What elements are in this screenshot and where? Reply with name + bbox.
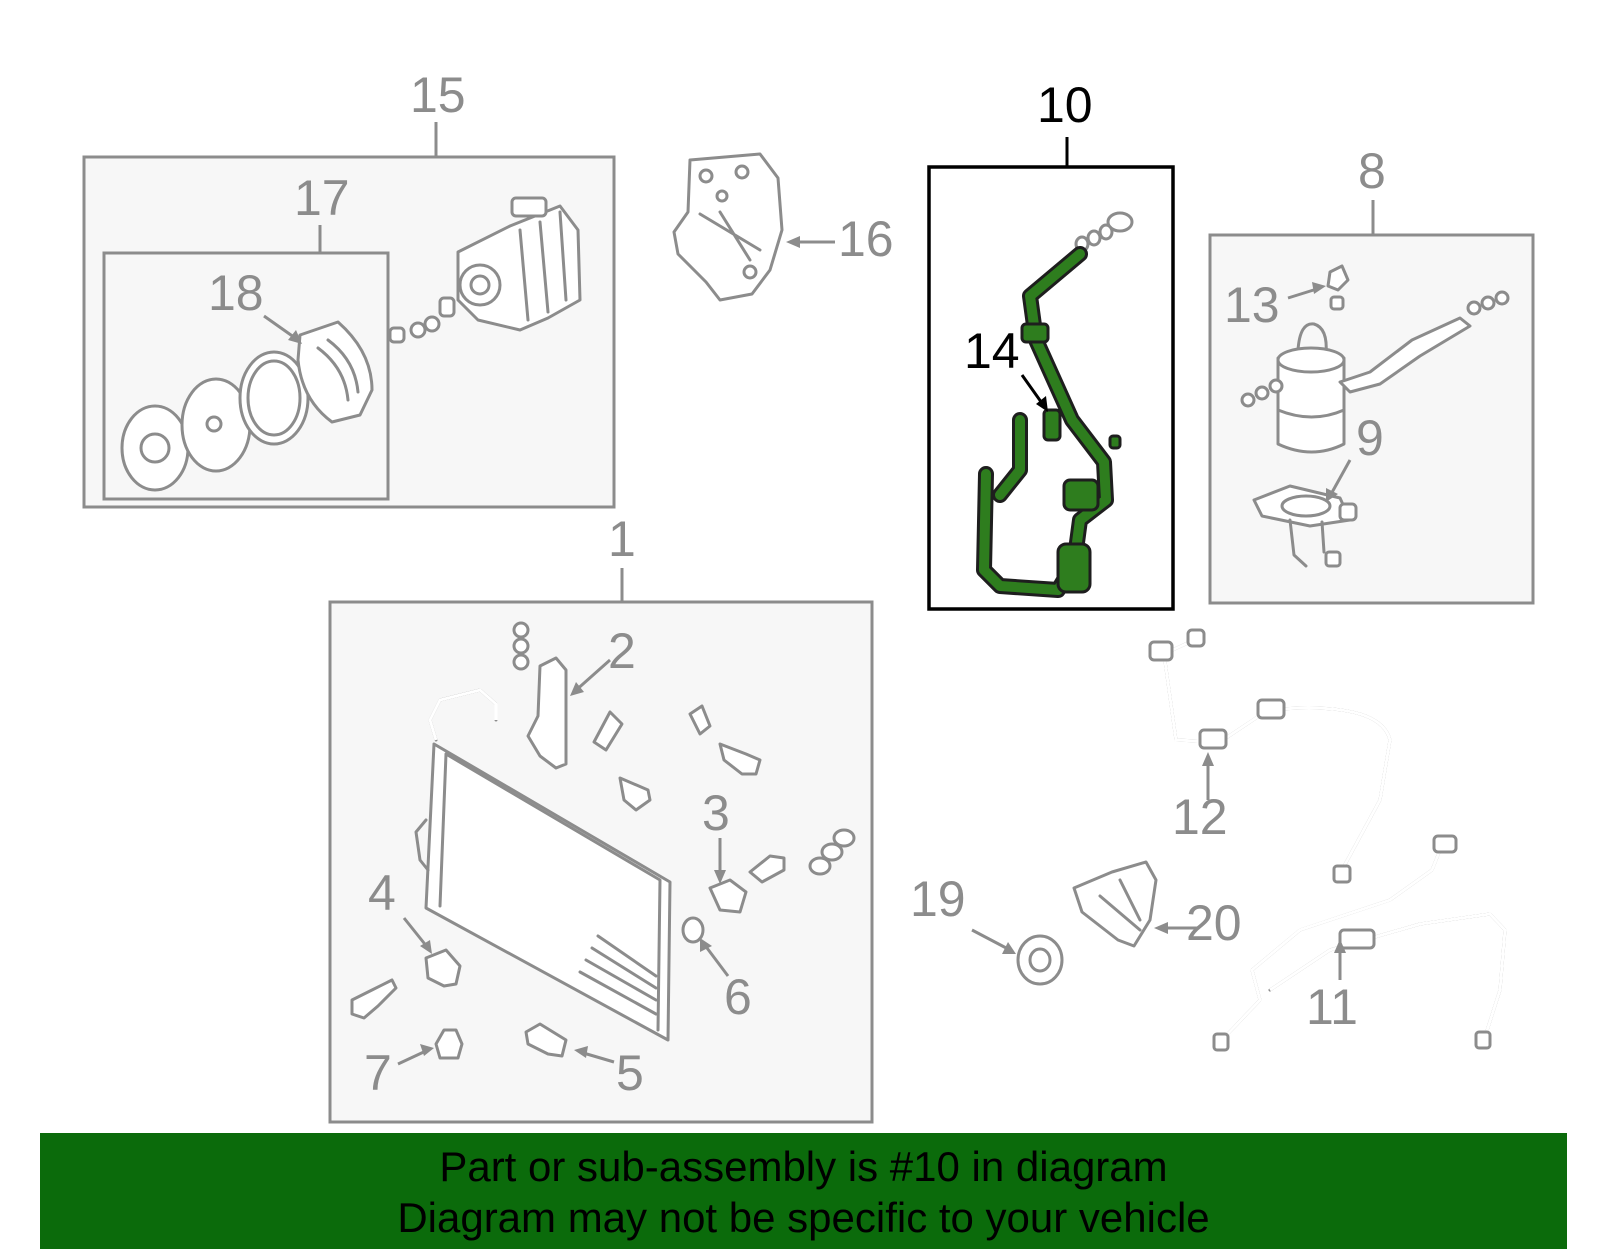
drier-bracket-part-9[interactable] bbox=[1252, 459, 1358, 568]
callout-12[interactable]: 12 bbox=[1172, 789, 1228, 845]
cap-part-7[interactable] bbox=[397, 1028, 464, 1066]
bracket-part-2[interactable] bbox=[512, 621, 611, 770]
condenser-part[interactable] bbox=[414, 688, 672, 1042]
callout-7[interactable]: 7 bbox=[364, 1045, 392, 1101]
callout-19[interactable]: 19 bbox=[910, 871, 966, 927]
banner-line-2: Diagram may not be specific to your vehi… bbox=[397, 1194, 1210, 1241]
callout-4[interactable]: 4 bbox=[368, 865, 396, 921]
callout-2[interactable]: 2 bbox=[608, 623, 636, 679]
clutch-assembly[interactable] bbox=[120, 320, 374, 492]
callout-13[interactable]: 13 bbox=[1224, 277, 1280, 333]
callout-5[interactable]: 5 bbox=[616, 1045, 644, 1101]
banner-line-1: Part or sub-assembly is #10 in diagram bbox=[439, 1143, 1168, 1190]
sensor-part-5[interactable] bbox=[524, 1022, 615, 1064]
box-8 bbox=[1208, 233, 1535, 605]
bracket-part-20[interactable] bbox=[1072, 860, 1198, 948]
hose-part-12[interactable] bbox=[1148, 628, 1392, 884]
bolt-lower[interactable] bbox=[350, 978, 398, 1020]
bracket-part-16[interactable] bbox=[672, 152, 835, 302]
callout-20[interactable]: 20 bbox=[1186, 895, 1242, 951]
condenser-group bbox=[328, 568, 874, 1124]
clip-part-3[interactable] bbox=[708, 838, 748, 914]
callout-14[interactable]: 14 bbox=[964, 323, 1020, 379]
hose-part-11[interactable] bbox=[1212, 834, 1507, 1052]
bolts[interactable] bbox=[592, 704, 856, 884]
callout-11[interactable]: 11 bbox=[1306, 979, 1358, 1035]
info-banner: Part or sub-assembly is #10 in diagram D… bbox=[40, 1133, 1567, 1249]
callout-3[interactable]: 3 bbox=[702, 785, 730, 841]
cap-part-13[interactable] bbox=[1287, 264, 1350, 311]
cap-part-6[interactable] bbox=[681, 916, 730, 977]
callouts: 15 17 18 16 10 14 8 13 9 1 2 3 4 6 7 5 1… bbox=[208, 67, 1386, 1101]
compressor-group bbox=[82, 122, 616, 509]
callout-18[interactable]: 18 bbox=[208, 265, 264, 321]
callout-15[interactable]: 15 bbox=[410, 67, 466, 123]
compressor-seals bbox=[388, 296, 456, 344]
valve-part-14[interactable] bbox=[1042, 408, 1062, 442]
clutch-coil-part-18[interactable] bbox=[296, 320, 374, 424]
compressor-part[interactable] bbox=[456, 196, 582, 332]
bracket-part-4[interactable] bbox=[402, 917, 462, 988]
callout-16[interactable]: 16 bbox=[838, 211, 894, 267]
callout-10[interactable]: 10 bbox=[1037, 77, 1093, 133]
cap-part-19[interactable] bbox=[971, 928, 1064, 986]
highlighted-assembly-10[interactable] bbox=[927, 137, 1175, 611]
callout-8[interactable]: 8 bbox=[1358, 143, 1386, 199]
drier-group bbox=[1208, 200, 1535, 605]
callout-9[interactable]: 9 bbox=[1356, 410, 1384, 466]
receiver-drier[interactable] bbox=[1240, 290, 1510, 454]
callout-6[interactable]: 6 bbox=[724, 969, 752, 1025]
callout-1[interactable]: 1 bbox=[608, 511, 636, 567]
callout-17[interactable]: 17 bbox=[294, 170, 350, 226]
